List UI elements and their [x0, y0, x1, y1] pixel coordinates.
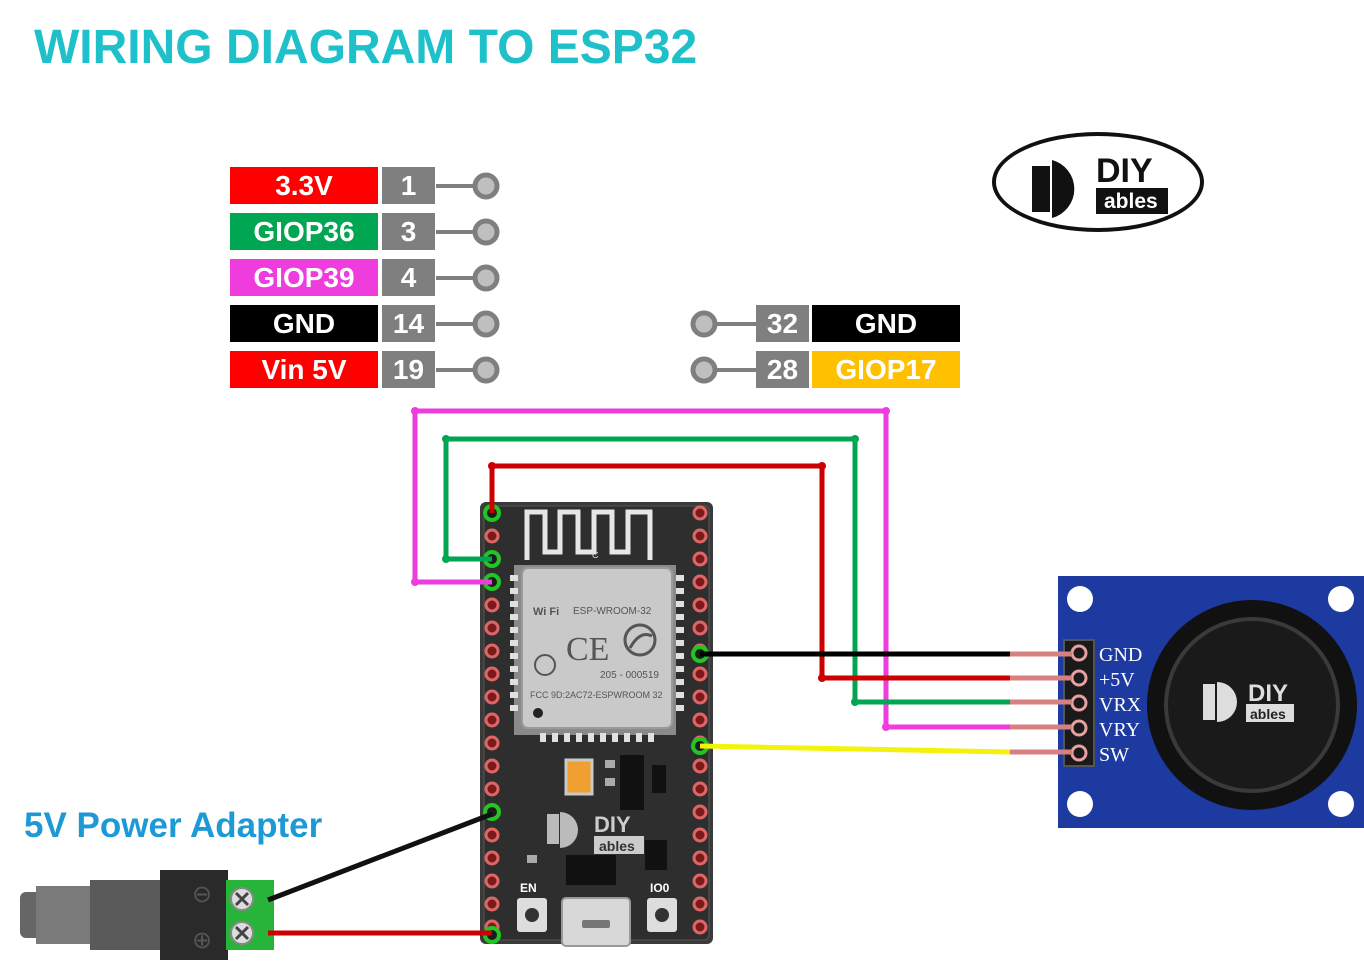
minus-symbol: ⊖ — [192, 881, 212, 908]
pin-number: 14 — [382, 305, 435, 342]
pin-row-3v3: 3.3V 1 — [230, 167, 435, 204]
wire-magenta-vry — [412, 408, 1010, 730]
pin-label: GIOP39 — [230, 259, 378, 296]
board-logo-diy: DIY — [594, 812, 631, 837]
logo-ables: ables — [1104, 190, 1158, 213]
pin-number: 28 — [756, 351, 809, 388]
pin-row-giop17: 28 GIOP17 — [756, 351, 960, 388]
esp32-board: C Wi Fi ESP-WROOM-32 CE 205 - 000519 FCC… — [480, 502, 713, 947]
pin-label: Vin 5V — [230, 351, 378, 388]
joystick-pin-vry: VRY — [1099, 719, 1140, 741]
usb-chip — [566, 855, 616, 885]
pin-number: 19 — [382, 351, 435, 388]
antenna-trace — [524, 509, 653, 560]
module-name: ESP-WROOM-32 — [573, 606, 652, 617]
pin-number: 32 — [756, 305, 809, 342]
ce-mark: CE — [566, 631, 609, 668]
joystick-pin-5v: +5V — [1099, 669, 1135, 691]
pin-number: 1 — [382, 167, 435, 204]
cert-number: 205 - 000519 — [600, 670, 659, 681]
wire-black-adapter — [267, 811, 493, 903]
pin-row-vin5v: Vin 5V 19 — [230, 351, 435, 388]
pin-label: GIOP17 — [812, 351, 960, 388]
pin-dots — [472, 172, 718, 384]
pin-row-giop36: GIOP36 3 — [230, 213, 435, 250]
cert-icon — [534, 654, 556, 676]
joystick-logo-ables: ables — [1250, 706, 1286, 722]
module-pads — [510, 575, 684, 742]
pin-label: GND — [812, 305, 960, 342]
capacitor — [564, 758, 594, 796]
joystick-logo: DIY ables — [1203, 680, 1294, 722]
page-title: WIRING DIAGRAM TO ESP32 — [34, 21, 698, 74]
silk-c: C — [592, 550, 599, 560]
pin-label: 3.3V — [230, 167, 378, 204]
power-adapter: ⊖ ⊕ — [20, 870, 274, 960]
pin-number: 4 — [382, 259, 435, 296]
wire-yellow-sw — [699, 743, 1011, 755]
diyables-logo: DIY ables — [992, 132, 1204, 232]
wifi-logo-text: Wi Fi — [533, 606, 559, 618]
pin-label: GIOP36 — [230, 213, 378, 250]
power-adapter-label: 5V Power Adapter — [24, 806, 323, 845]
right-header-pins — [692, 505, 708, 935]
board-logo-ables: ables — [599, 838, 635, 854]
wire-corner-dots — [488, 462, 826, 682]
wire-green-vrx — [443, 436, 1010, 705]
board-logo: DIY ables — [547, 812, 644, 854]
pin1-marker — [533, 708, 543, 718]
io0-label: IO0 — [650, 881, 670, 895]
pin-number: 3 — [382, 213, 435, 250]
wire-ends — [1010, 651, 1072, 755]
wifi-icon — [623, 623, 657, 657]
joystick-module: GND +5V VRX VRY SW DIY ables — [1058, 576, 1364, 828]
plus-symbol: ⊕ — [192, 927, 212, 954]
joystick-pin-sw: SW — [1099, 744, 1129, 766]
fcc-id: FCC 9D:2AC72-ESPWROOM 32 — [530, 690, 663, 700]
pin-row-gnd-left: GND 14 — [230, 305, 435, 342]
pin-row-gnd-right: 32 GND — [756, 305, 960, 342]
pin-row-giop39: GIOP39 4 — [230, 259, 435, 296]
logo-diy: DIY — [1096, 152, 1153, 190]
en-label: EN — [520, 881, 537, 895]
joystick-logo-diy: DIY — [1248, 680, 1288, 707]
pin-label: GND — [230, 305, 378, 342]
joystick-pin-gnd: GND — [1099, 644, 1142, 666]
joystick-pin-vrx: VRX — [1099, 694, 1142, 716]
regulator — [620, 755, 644, 810]
